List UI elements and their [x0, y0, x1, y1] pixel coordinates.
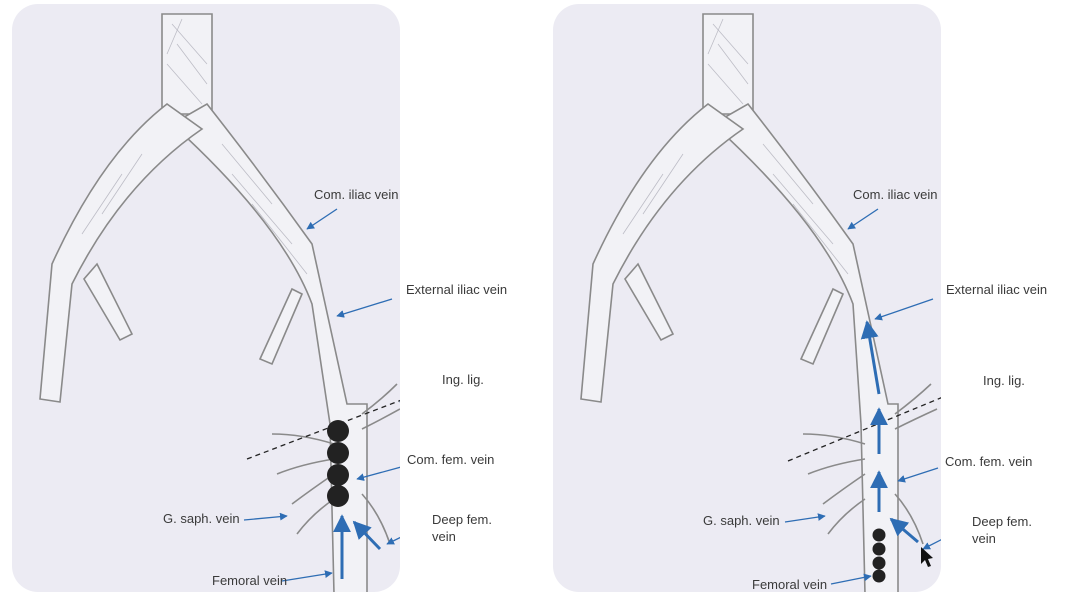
label-com-iliac-vein-left: Com. iliac vein: [314, 187, 399, 202]
inguinal-ligament-line: [787, 397, 941, 462]
label-external-iliac-vein-right: External iliac vein: [946, 282, 1048, 297]
vein-drawing-right: [580, 13, 941, 592]
thrombus-dot: [872, 556, 886, 570]
internal-iliac-branch-left: [624, 262, 675, 342]
label-g-saph-vein-left: G. saph. vein: [163, 511, 240, 526]
left-diagram-panel: [12, 4, 400, 592]
label-external-iliac-vein-left: External iliac vein: [406, 282, 508, 297]
thrombus-dot: [327, 485, 349, 507]
label-com-fem-vein-right: Com. fem. vein: [945, 454, 1033, 469]
internal-iliac-branch-right: [258, 287, 304, 366]
thrombus-group: [327, 420, 349, 507]
vena-cava: [161, 13, 213, 115]
flow-arrow-upper: [860, 320, 881, 395]
thrombus-group: [872, 528, 886, 583]
label-ing-lig-left: Ing. lig.: [442, 372, 484, 387]
label-deep-fem-vein-left: Deep fem. vein: [432, 512, 492, 544]
right-diagram-panel: [553, 4, 941, 592]
thrombus-dot: [872, 528, 886, 542]
opposite-iliac-vein: [580, 103, 745, 403]
label-femoral-vein-left: Femoral vein: [212, 573, 288, 588]
vein-drawing-left: [39, 13, 400, 592]
mouse-cursor-icon: [921, 547, 933, 567]
internal-iliac-branch-right: [799, 287, 845, 366]
thrombus-dot: [327, 420, 349, 442]
label-com-iliac-vein-right: Com. iliac vein: [853, 187, 938, 202]
internal-iliac-branch-left: [83, 262, 134, 342]
flow-arrow-deep-fem: [889, 517, 919, 544]
label-deep-fem-vein-right: Deep fem. vein: [972, 514, 1032, 546]
label-femoral-vein-right: Femoral vein: [752, 577, 828, 592]
flow-arrow-deep-fem: [352, 520, 382, 551]
label-com-fem-vein-left: Com. fem. vein: [407, 452, 495, 467]
label-ing-lig-right: Ing. lig.: [983, 373, 1025, 388]
vena-cava: [702, 13, 754, 115]
thrombus-dot: [872, 542, 886, 556]
opposite-iliac-vein: [39, 103, 204, 403]
label-g-saph-vein-right: G. saph. vein: [703, 513, 780, 528]
inguinal-ligament-line: [246, 399, 400, 460]
thrombus-dot: [872, 569, 886, 583]
thrombus-dot: [327, 464, 349, 486]
thrombus-dot: [327, 442, 349, 464]
